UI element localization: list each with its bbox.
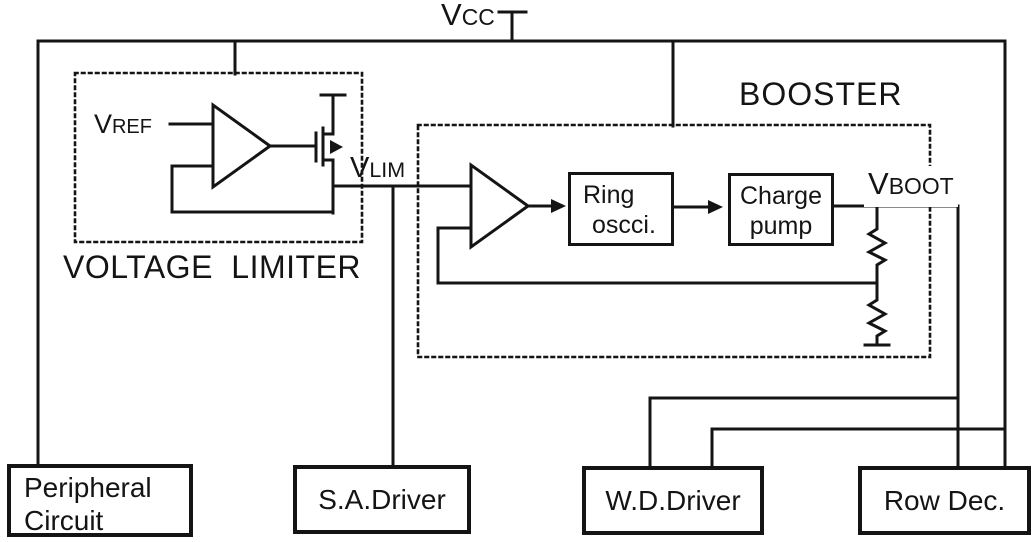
vboot-branch-wd-wire bbox=[648, 396, 960, 469]
vref-label: VREF bbox=[94, 110, 152, 138]
mosfet-drain-wire bbox=[319, 93, 347, 136]
charge-pump-label-line2: pump bbox=[749, 211, 813, 240]
wd-driver-label: W.D.Driver bbox=[605, 484, 741, 516]
mosfet-arrow bbox=[330, 140, 343, 154]
booster-outline bbox=[416, 123, 932, 359]
mosfet-source-wire bbox=[321, 158, 335, 215]
vcc-label-sub: CC bbox=[461, 4, 495, 30]
buffer-triangle bbox=[469, 162, 531, 250]
booster-feedback-wire bbox=[436, 226, 879, 285]
vcc-label: VCC bbox=[441, 0, 495, 32]
row-decoder-box: Row Dec. bbox=[858, 466, 1031, 535]
vcc-label-main: V bbox=[441, 0, 462, 32]
charge-pump-box: Charge pump bbox=[728, 173, 834, 246]
vcc-branch-wd-wire bbox=[710, 427, 1007, 469]
sa-driver-label: S.A.Driver bbox=[318, 483, 446, 515]
wd-driver-box: W.D.Driver bbox=[582, 466, 764, 535]
vcc-power-rail bbox=[36, 39, 1007, 469]
vlim-label: VLIM bbox=[350, 153, 405, 183]
peripheral-circuit-label-line2: Circuit bbox=[24, 505, 104, 537]
resistor-divider bbox=[863, 204, 891, 347]
voltage-limiter-outline bbox=[73, 71, 364, 244]
vref-label-sub: REF bbox=[112, 116, 152, 138]
vcc-terminal bbox=[497, 10, 528, 43]
peripheral-circuit-box: Peripheral Circuit bbox=[7, 464, 193, 537]
vref-label-main: V bbox=[94, 109, 113, 139]
ring-oscillator-label-line2: oscci. bbox=[592, 210, 656, 239]
row-decoder-label: Row Dec. bbox=[883, 484, 1006, 516]
vlim-label-main: V bbox=[350, 152, 370, 184]
booster-title: BOOSTER bbox=[739, 76, 903, 112]
ring-oscillator-label-line1: Ring bbox=[583, 181, 635, 209]
ring-to-pump-arrow bbox=[708, 200, 723, 214]
vboot-label-main: V bbox=[868, 166, 889, 201]
vlim-label-sub: LIM bbox=[369, 158, 406, 182]
opamp-triangle bbox=[211, 102, 273, 190]
charge-pump-label-line1: Charge bbox=[740, 182, 822, 210]
limiter-feedback-wire bbox=[170, 164, 335, 214]
vboot-label: VBOOT bbox=[864, 166, 958, 207]
peripheral-circuit-label-line1: Peripheral bbox=[24, 472, 152, 503]
ring-oscillator-box: Ring oscci. bbox=[568, 172, 674, 246]
vboot-label-sub: BOOT bbox=[888, 173, 954, 199]
buffer-output-arrow bbox=[551, 199, 566, 213]
voltage-limiter-title: VOLTAGE LIMITER bbox=[63, 249, 362, 285]
sa-driver-box: S.A.Driver bbox=[293, 465, 471, 534]
